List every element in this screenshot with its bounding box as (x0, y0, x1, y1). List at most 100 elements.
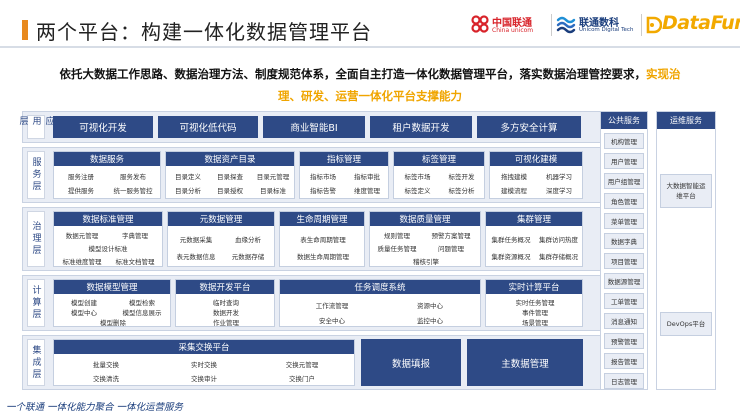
compute-group-scheduler: 任务调度系统 工作流管理 资源中心 安全中心 监控中心 (279, 279, 481, 327)
group-title: 任务调度系统 (280, 280, 480, 294)
layer-label-governance: 治理层 (27, 211, 45, 267)
group-title: 标签管理 (394, 152, 484, 166)
compute-group-dev-platform: 数据开发平台 临时查询 数据开发 作业管理 (175, 279, 275, 327)
group-item: 集群任务概况 (491, 236, 531, 244)
public-service-item: 菜单管理 (604, 213, 644, 229)
group-item: 临时查询 (213, 299, 239, 307)
group-item: 目录探查 (217, 173, 243, 181)
layer-label-integration: 集成层 (27, 339, 45, 386)
service-group-visual-modeling: 可视化建模 拖拽建模 机器学习 建模流程 深度学习 (489, 151, 583, 199)
datafun-logo-text: DataFun. (662, 12, 740, 34)
group-title: 数据标准管理 (54, 212, 162, 226)
group-item: 交换元管理 (285, 361, 319, 369)
group-item: 监控中心 (417, 317, 443, 325)
page-title: 两个平台：构建一体化数据管理平台 (36, 20, 372, 44)
intro-line-1-highlight: 实现治 (646, 67, 681, 81)
group-item: 数据开发 (213, 309, 239, 317)
governance-layer: 治理层 数据标准管理 数据元管理 字典管理 模型设计标准 标准维度管理 标准文档… (22, 207, 638, 271)
intro-line-2: 理、研发、运营一体化平台支撑能力 (278, 89, 462, 103)
group-item: 批量交换 (93, 361, 119, 369)
group-item: 模型信息展示 (122, 309, 162, 317)
group-title: 数据服务 (54, 152, 160, 166)
group-title: 生命周期管理 (280, 212, 364, 226)
intro-line-1: 依托大数据工作思路、数据治理方法、制度规范体系，全面自主打造一体化数据管理平台，… (0, 66, 740, 82)
group-item: 血缘分析 (235, 236, 261, 244)
group-title: 采集交换平台 (54, 340, 354, 354)
service-group-data-service: 数据服务 服务注册 服务发布 提供服务 统一服务管控 (53, 151, 161, 199)
group-title: 数据质量管理 (370, 212, 480, 226)
service-group-tags: 标签管理 标签市场 标签开发 标签定义 标签分析 (393, 151, 485, 199)
app-secure-compute: 多方安全计算 (477, 116, 581, 138)
group-title: 数据模型管理 (54, 280, 170, 294)
footer-slogan: 一个联通 一体化能力聚合 一体化运营服务 (6, 402, 184, 413)
public-service-item: 用户组管理 (604, 173, 644, 189)
gov-group-lifecycle: 生命周期管理 表生命周期管理 数据生命周期管理 (279, 211, 365, 267)
group-item: 目录定义 (175, 173, 201, 181)
public-services-title: 公共服务 (601, 112, 647, 129)
public-service-item: 预警管理 (604, 333, 644, 349)
group-item: 指标市场 (310, 173, 336, 181)
group-item: 服务发布 (120, 173, 146, 181)
logo-divider (551, 14, 552, 36)
group-title: 实时计算平台 (486, 280, 582, 294)
public-service-item: 用户管理 (604, 153, 644, 169)
integration-layer: 集成层 采集交换平台 批量交换 实时交换 交换元管理 交换清洗 交换审计 交换门… (22, 335, 638, 390)
public-service-item: 报告管理 (604, 353, 644, 369)
group-title: 数据资产目录 (166, 152, 294, 166)
group-item: 标准文档管理 (115, 258, 155, 266)
public-service-item: 消息通知 (604, 313, 644, 329)
datafun-mark-icon (646, 16, 662, 34)
group-item: 深度学习 (546, 187, 572, 195)
group-item: 表元数据信息 (176, 253, 216, 261)
integration-master-data: 主数据管理 (467, 339, 583, 386)
group-item: 稽核引擎 (413, 258, 439, 266)
group-item: 实时交换 (191, 361, 217, 369)
group-item: 集群访问热度 (539, 236, 578, 244)
logo-cu-name: 中国联通 (492, 18, 532, 29)
service-group-metrics: 指标管理 指标市场 指标审批 指标告警 维度管理 (299, 151, 389, 199)
group-item: 建模流程 (501, 187, 527, 195)
gov-group-standards: 数据标准管理 数据元管理 字典管理 模型设计标准 标准维度管理 标准文档管理 (53, 211, 163, 267)
group-item: 元数据采集 (179, 236, 213, 244)
group-title: 元数据管理 (168, 212, 274, 226)
group-item: 字典管理 (122, 232, 148, 240)
app-bi: 商业智能BI (263, 116, 365, 138)
group-item: 模型删除 (100, 319, 126, 327)
group-item: 指标告警 (310, 187, 336, 195)
group-item: 机器学习 (546, 173, 572, 181)
compute-group-realtime: 实时计算平台 实时任务管理 事件管理 场景管理 (485, 279, 583, 327)
ops-service-item: DevOps平台 (660, 312, 712, 336)
group-item: 标签定义 (404, 187, 431, 195)
group-title: 集群管理 (486, 212, 582, 226)
group-item: 事件管理 (522, 309, 548, 317)
datafun-logo: DataFun. (646, 10, 740, 40)
public-service-item: 数据源管理 (604, 273, 644, 289)
public-services-panel: 公共服务 机构管理 用户管理 用户组管理 角色管理 菜单管理 数据字典 项目管理… (600, 111, 648, 390)
title-accent-bar (22, 20, 28, 40)
ops-service-item: 大数据智能运维平台 (660, 174, 712, 208)
group-item: 集群资源概况 (491, 253, 531, 261)
group-item: 作业管理 (213, 319, 239, 327)
group-item: 安全中心 (319, 317, 345, 325)
china-unicom-knot-icon (471, 15, 489, 33)
logo-ud-sub: Unicom Digital Tech (579, 27, 634, 33)
group-item: 实时任务管理 (515, 299, 555, 307)
group-item: 工作流管理 (315, 302, 349, 310)
group-item: 模型设计标准 (88, 245, 128, 253)
layer-label-compute: 计算层 (27, 279, 45, 327)
integration-data-fill: 数据填报 (361, 339, 461, 386)
group-item: 集群存储概况 (539, 253, 578, 261)
group-item: 指标审批 (354, 173, 380, 181)
logo-cu-sub: China unicom (492, 27, 534, 34)
public-service-item: 项目管理 (604, 253, 644, 269)
group-item: 问题管理 (438, 245, 464, 253)
group-item: 目录元管理 (256, 173, 290, 181)
group-item: 资源中心 (417, 302, 443, 310)
app-visual-dev: 可视化开发 (53, 116, 153, 138)
app-low-code: 可视化低代码 (158, 116, 258, 138)
group-item: 统一服务管控 (113, 187, 153, 195)
group-title: 可视化建模 (490, 152, 582, 166)
gov-group-cluster: 集群管理 集群任务概况 集群访问热度 集群资源概况 集群存储概况 (485, 211, 583, 267)
group-item: 模型创建 (71, 299, 97, 307)
compute-group-model: 数据模型管理 模型创建 模型检索 模型中心 模型信息展示 模型删除 (53, 279, 171, 327)
